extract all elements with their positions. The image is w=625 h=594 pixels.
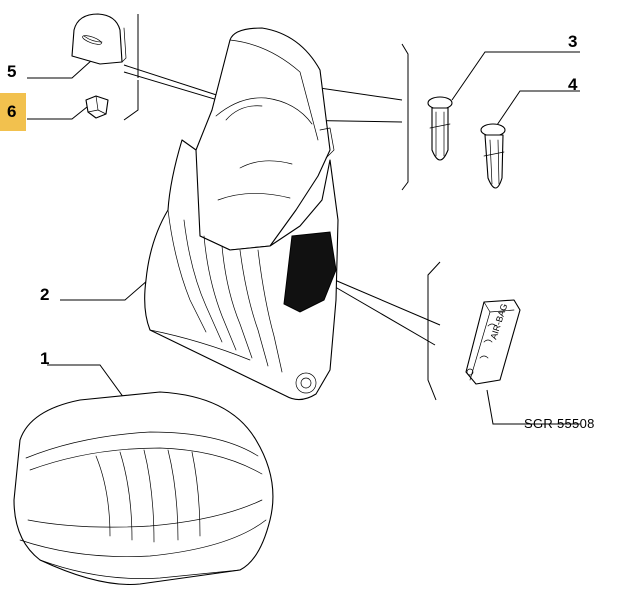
part-6-clip: [85, 95, 109, 119]
part-2-backrest: [144, 27, 339, 401]
part-label-2: 2: [40, 285, 50, 304]
part-label-3: 3: [568, 32, 578, 51]
part-3-pin: [427, 96, 453, 161]
leader-lines: [27, 14, 580, 425]
part-label-4: 4: [568, 75, 578, 94]
part-1-cushion: [13, 391, 274, 586]
part-4-pin: [480, 123, 506, 189]
part-label-5: 5: [7, 62, 17, 81]
airbag-patch: [283, 231, 337, 313]
reference-code: SGR 55508: [524, 416, 595, 431]
highlight-box-part-6: [0, 93, 26, 131]
part-label-6: 6: [7, 102, 17, 121]
airbag-label-plate: AIR-BAG: [465, 299, 521, 385]
part-label-1: 1: [40, 349, 50, 368]
part-5-headrest-cap: [71, 13, 127, 65]
